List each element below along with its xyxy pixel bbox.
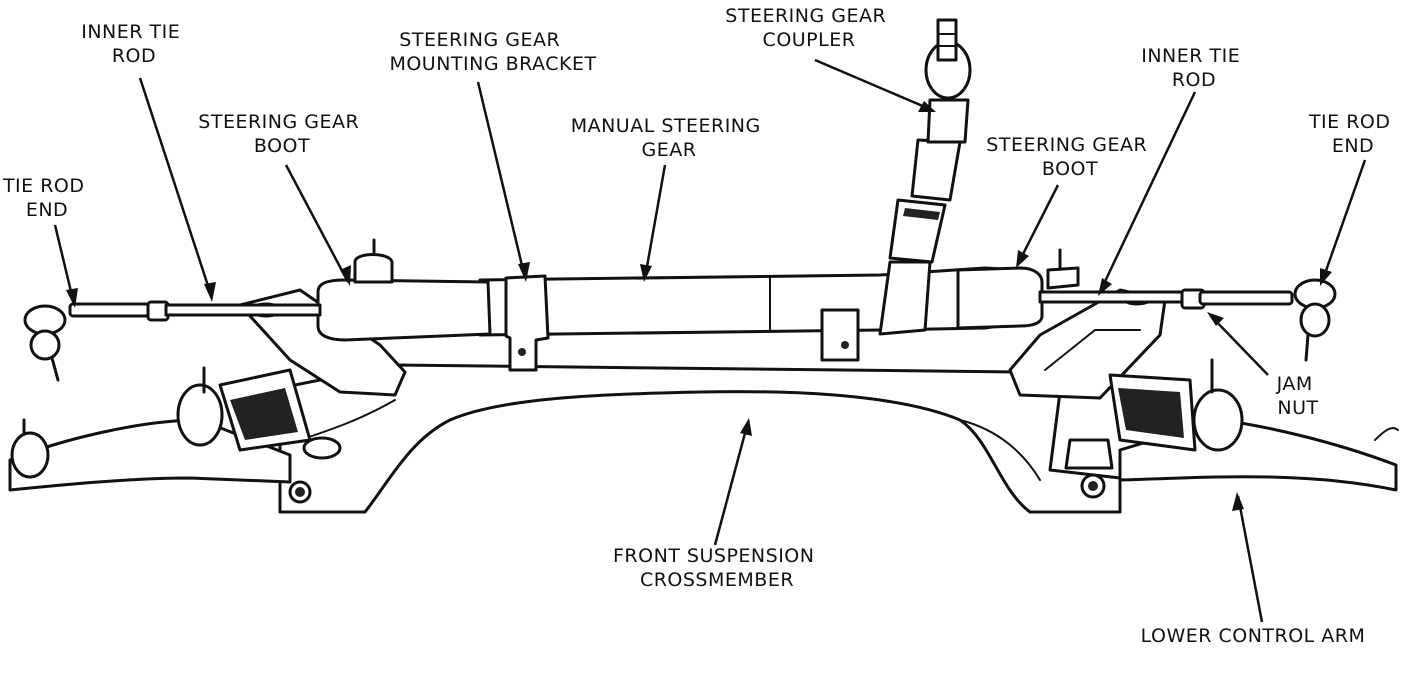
tie-rod-end-right-line1: TIE ROD <box>1308 111 1391 133</box>
manual-gear-line1: MANUAL STEERING <box>571 115 761 137</box>
lower-control-arm-line1: LOWER CONTROL ARM <box>1141 625 1366 647</box>
tie-rod-end-left-line2: END <box>26 199 68 221</box>
manual-steering-gear <box>478 266 1027 362</box>
right-tie-rod <box>1038 278 1337 362</box>
boot-left-label: STEERING GEAR BOOT <box>198 111 365 157</box>
tie-rod-end-left-line1: TIE ROD <box>2 175 85 197</box>
jam-nut-line1: JAM <box>1276 373 1313 395</box>
jam-nut-line2: NUT <box>1277 397 1318 419</box>
right-steering-gear-boot <box>956 248 1080 330</box>
boot-left-line1: STEERING GEAR <box>198 111 359 133</box>
boot-left-line2: BOOT <box>254 135 310 157</box>
boot-right-line1: STEERING GEAR <box>986 134 1147 156</box>
mounting-bracket-line2: MOUNTING BRACKET <box>389 53 596 75</box>
leader-lines <box>53 58 1367 623</box>
inner-tie-rod-left-line1: INNER TIE <box>81 21 180 43</box>
jam-nut-label: JAM NUT <box>1276 373 1320 419</box>
coupler-line2: COUPLER <box>763 29 856 51</box>
mounting-bracket-label: STEERING GEAR MOUNTING BRACKET <box>389 29 596 75</box>
lower-control-arm-label: LOWER CONTROL ARM <box>1141 625 1366 647</box>
mounting-bracket-line1: STEERING GEAR <box>399 29 560 51</box>
manual-gear-label: MANUAL STEERING GEAR <box>571 115 768 161</box>
tie-rod-end-right-line2: END <box>1332 135 1374 157</box>
steering-gear-coupler <box>878 18 972 336</box>
inner-tie-rod-right-line2: ROD <box>1172 69 1216 91</box>
inner-tie-rod-right-line1: INNER TIE <box>1141 45 1240 67</box>
crossmember-line2: CROSSMEMBER <box>640 569 794 591</box>
tie-rod-end-left-label: TIE ROD END <box>2 175 91 221</box>
left-tie-rod <box>23 300 322 382</box>
crossmember-line1: FRONT SUSPENSION <box>613 545 814 567</box>
front-suspension-crossmember <box>278 363 1122 514</box>
coupler-line1: STEERING GEAR <box>725 5 886 27</box>
boot-right-label: STEERING GEAR BOOT <box>986 134 1153 180</box>
inner-tie-rod-left-line2: ROD <box>112 45 156 67</box>
inner-tie-rod-left-label: INNER TIE ROD <box>81 21 187 67</box>
coupler-label: STEERING GEAR COUPLER <box>725 5 892 51</box>
crossmember-label: FRONT SUSPENSION CROSSMEMBER <box>613 545 821 591</box>
right-lower-control-arm <box>1108 358 1399 492</box>
left-steering-gear-boot <box>316 238 492 342</box>
manual-gear-line2: GEAR <box>642 139 697 161</box>
left-lower-control-arm <box>8 366 342 492</box>
inner-tie-rod-right-label: INNER TIE ROD <box>1141 45 1247 91</box>
steering-gear-mounting-bracket <box>504 274 550 372</box>
tie-rod-end-right-label: TIE ROD END <box>1308 111 1397 157</box>
boot-right-line2: BOOT <box>1042 158 1098 180</box>
